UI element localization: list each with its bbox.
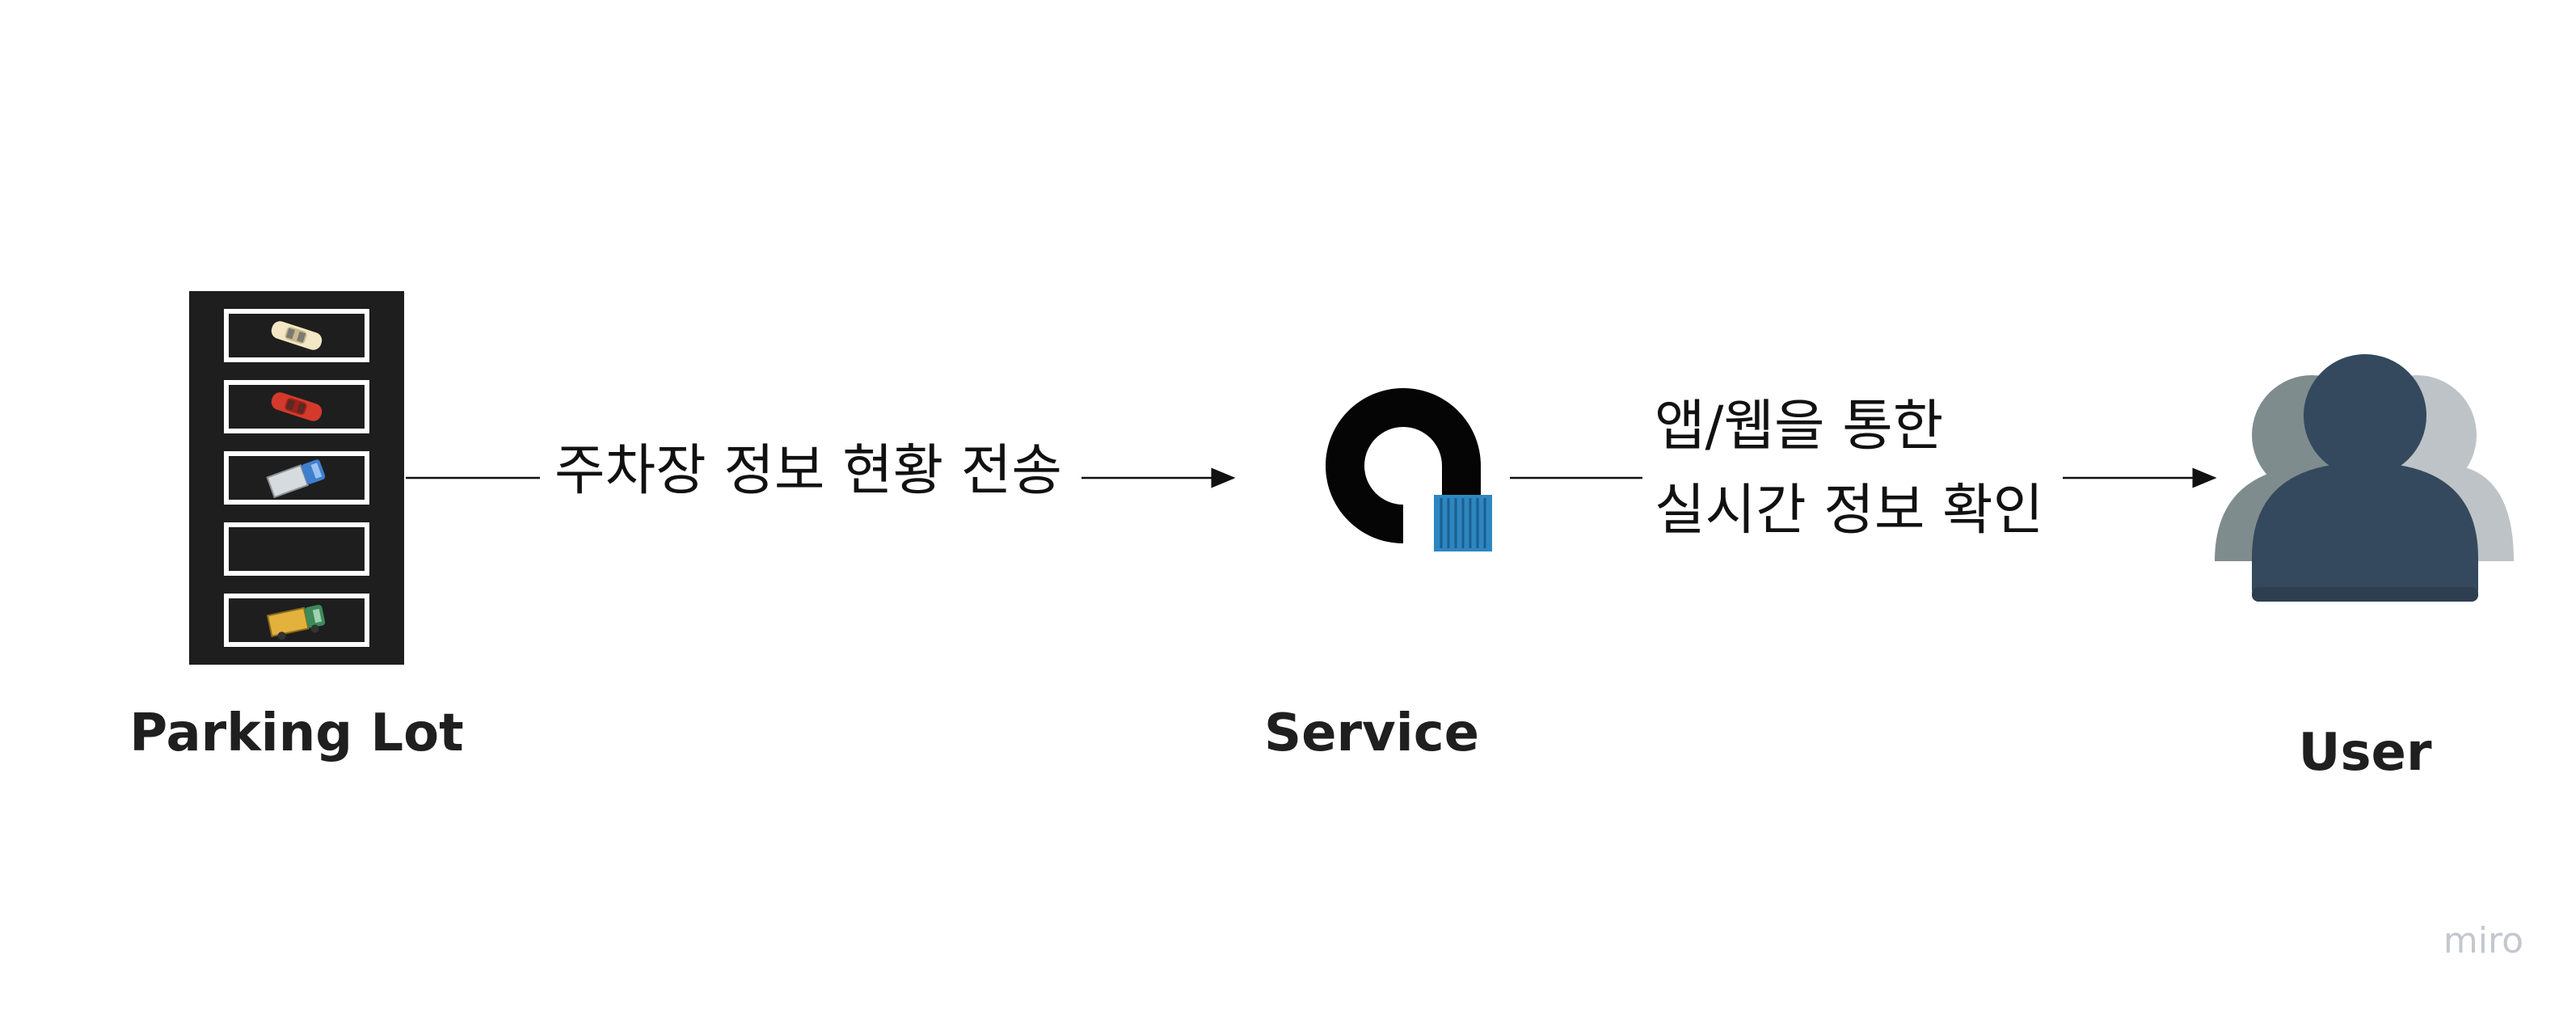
parking-lot-label: Parking Lot <box>129 703 463 763</box>
parking-lot-icon <box>189 291 404 665</box>
edge-parkinglot-to-service: 주차장 정보 현황 전송 <box>406 439 1236 503</box>
edge-service-to-user: 앱/웹을 통한 실시간 정보 확인 <box>1510 395 2217 543</box>
edge-label-send-status: 주차장 정보 현황 전송 <box>554 439 1062 503</box>
truck-icon <box>266 604 326 640</box>
edge-label-line-2: 실시간 정보 확인 <box>1655 479 2043 543</box>
car-icon <box>271 321 323 350</box>
edge-label-line-1: 앱/웹을 통한 <box>1655 395 1943 458</box>
car-icon <box>271 392 323 421</box>
parking-lot-node: Parking Lot <box>129 291 464 763</box>
miro-watermark: miro <box>2443 920 2523 961</box>
user-label: User <box>2298 723 2431 783</box>
service-logo-icon <box>1326 388 1492 551</box>
container-icon <box>1434 495 1492 551</box>
service-node: Service <box>1264 388 1492 763</box>
service-label: Service <box>1264 703 1479 763</box>
user-node: User <box>2215 354 2514 783</box>
truck-icon <box>266 459 326 499</box>
users-icon <box>2215 354 2514 602</box>
